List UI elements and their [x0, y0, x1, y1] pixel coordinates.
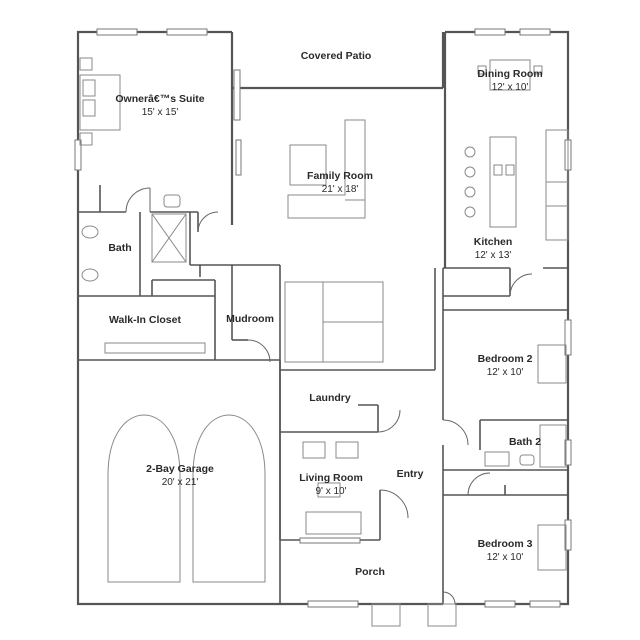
- room-dims: 12' x 10': [491, 82, 529, 93]
- room-name: Covered Patio: [300, 50, 372, 62]
- room-name: Living Room: [299, 472, 363, 484]
- room-dims: 12' x 10': [486, 367, 524, 378]
- room-name: Ownerâ€™s Suite: [115, 93, 205, 105]
- garage-label: 2-Bay Garage 20' x 21': [130, 463, 230, 489]
- walk-in-closet-label: Walk-In Closet: [100, 314, 190, 327]
- living-room-label: Living Room 9' x 10': [291, 472, 371, 498]
- room-dims: 21' x 18': [321, 184, 359, 195]
- room-dims: 20' x 21': [161, 477, 199, 488]
- porch-label: Porch: [345, 566, 395, 579]
- room-name: Family Room: [307, 170, 373, 182]
- family-room-label: Family Room 21' x 18': [300, 170, 380, 196]
- bedroom-2-label: Bedroom 2 12' x 10': [465, 353, 545, 379]
- laundry-label: Laundry: [300, 392, 360, 405]
- bath-label: Bath: [100, 242, 140, 255]
- room-dims: 12' x 10': [486, 552, 524, 563]
- room-name: Laundry: [309, 392, 351, 404]
- room-dims: 15' x 15': [141, 107, 179, 118]
- mudroom-label: Mudroom: [220, 313, 280, 326]
- room-name: Mudroom: [226, 313, 274, 325]
- bath-2-label: Bath 2: [500, 436, 550, 449]
- room-dims: 9' x 10': [315, 486, 347, 497]
- fixtures: [79, 57, 569, 627]
- room-name: Walk-In Closet: [109, 314, 181, 326]
- doors: [125, 187, 533, 605]
- entry-label: Entry: [390, 468, 430, 481]
- dining-room-label: Dining Room 12' x 10': [470, 68, 550, 94]
- room-name: 2-Bay Garage: [146, 463, 214, 475]
- room-name: Entry: [396, 468, 424, 480]
- room-name: Bath: [108, 242, 132, 254]
- room-name: Bedroom 2: [477, 353, 533, 365]
- room-name: Dining Room: [477, 68, 543, 80]
- room-name: Bedroom 3: [477, 538, 533, 550]
- covered-patio-label: Covered Patio: [296, 50, 376, 63]
- room-dims: 12' x 13': [474, 250, 512, 261]
- room-name: Porch: [355, 566, 385, 578]
- room-name: Kitchen: [473, 236, 513, 248]
- owners-suite-label: Ownerâ€™s Suite 15' x 15': [105, 93, 215, 119]
- bedroom-3-label: Bedroom 3 12' x 10': [465, 538, 545, 564]
- kitchen-label: Kitchen 12' x 13': [458, 236, 528, 262]
- cars: [107, 414, 266, 583]
- room-name: Bath 2: [508, 436, 542, 448]
- interior-walls: [78, 32, 568, 604]
